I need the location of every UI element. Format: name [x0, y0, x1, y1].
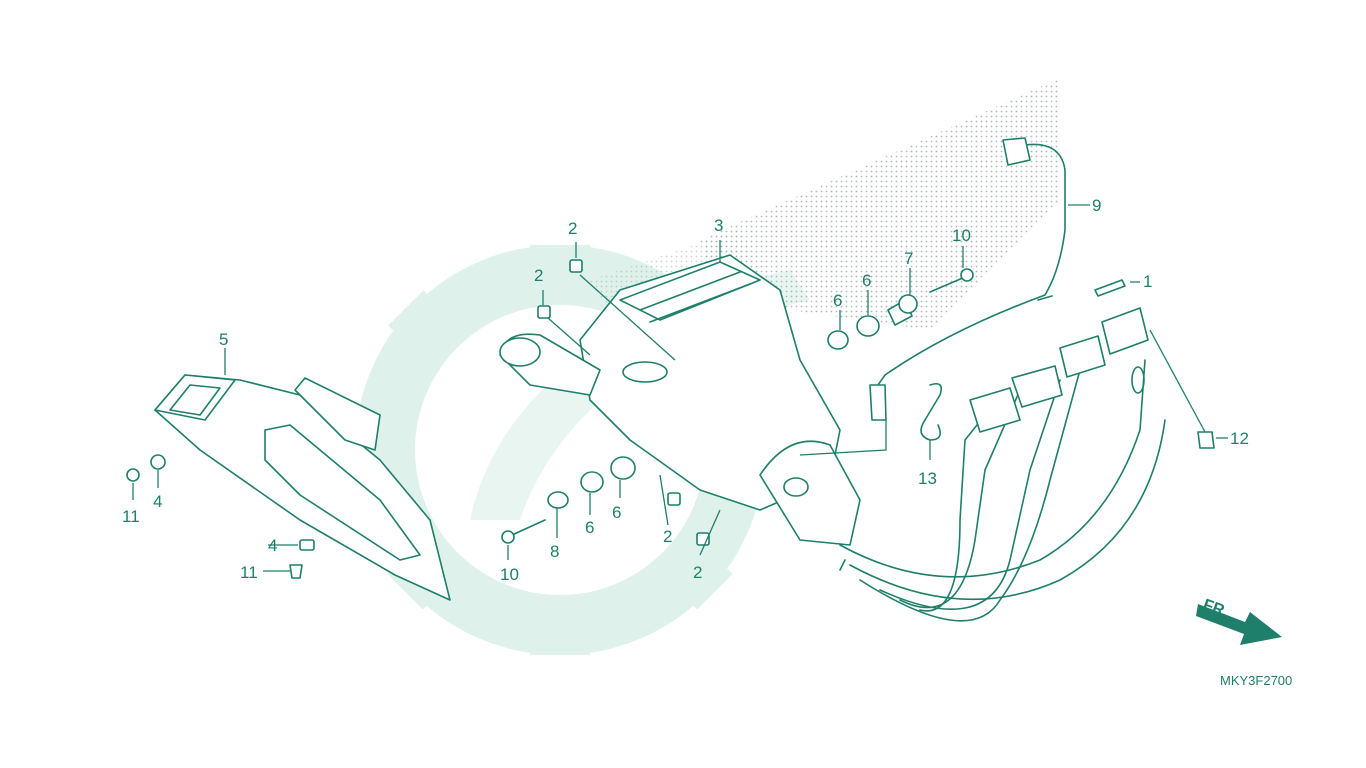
callout-3: 3	[714, 216, 723, 235]
header-pipes-part[interactable]	[839, 307, 1166, 622]
callout-labels: 1 2 2 2 2 2 3 4 4 5 6 6 6 6 7 8 9 10 10 …	[122, 196, 1249, 584]
clip-part[interactable]	[920, 382, 943, 441]
stipple-shading	[700, 78, 1060, 330]
callout-10a: 10	[952, 226, 971, 245]
callout-2a: 2	[568, 219, 577, 238]
callout-7: 7	[904, 249, 913, 268]
exhaust-chamber-part[interactable]	[499, 254, 861, 546]
callout-6d: 6	[612, 503, 621, 522]
front-direction-arrow-icon: FR.	[1196, 596, 1282, 645]
drawing-code: MKY3F2700	[1220, 673, 1292, 688]
callout-1: 1	[1143, 272, 1152, 291]
callout-10b: 10	[500, 565, 519, 584]
callout-5: 5	[219, 330, 228, 349]
muffler-part[interactable]	[154, 374, 451, 601]
callout-9: 9	[1092, 196, 1101, 215]
leader-lines	[132, 204, 1228, 572]
callout-12: 12	[1230, 429, 1249, 448]
callout-2c: 2	[663, 527, 672, 546]
callout-6b: 6	[862, 271, 871, 290]
callout-6c: 6	[585, 518, 594, 537]
callout-6a: 6	[833, 291, 842, 310]
callout-2b: 2	[534, 266, 543, 285]
callout-13: 13	[918, 469, 937, 488]
callout-11b: 11	[240, 563, 258, 582]
callout-11a: 11	[122, 507, 140, 526]
callout-4a: 4	[153, 492, 162, 511]
callout-2d: 2	[693, 563, 702, 582]
hardware-parts[interactable]	[126, 259, 1215, 579]
callout-8: 8	[550, 542, 559, 561]
callout-4b: 4	[268, 536, 277, 555]
